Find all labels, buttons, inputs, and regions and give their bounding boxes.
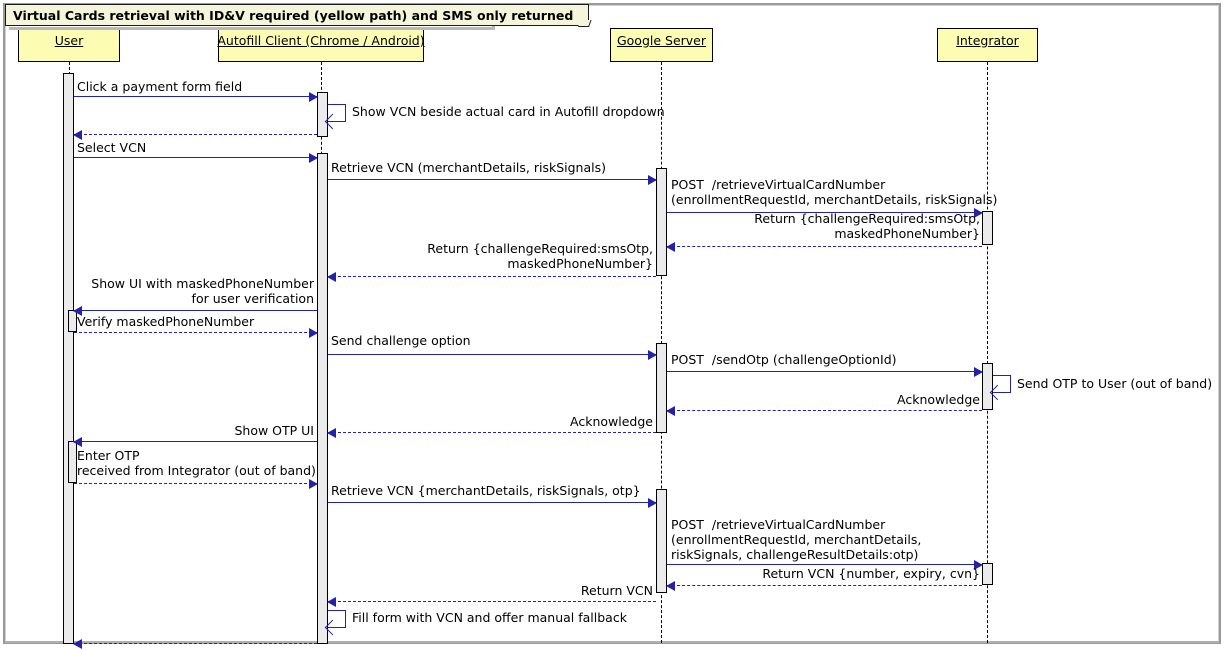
show-otp-ui-arrowhead <box>73 436 82 447</box>
post-retrieve-virtual-card-number-2-arrowhead <box>974 559 983 570</box>
return-challenge-required-sms-otp-label: Return {challengeRequired:smsOtp, masked… <box>754 211 980 241</box>
return-challenge-required-sms-otp-arrowhead <box>666 241 675 252</box>
autofill-activation-2 <box>317 153 328 644</box>
google-activation-1 <box>656 168 667 276</box>
enter-otp-received-from-integrator-label: Enter OTP received from Integrator (out … <box>77 448 316 478</box>
participant-label-integrator: Integrator <box>956 33 1019 48</box>
diagram-title: Virtual Cards retrieval with ID&V requir… <box>5 4 580 26</box>
verify-masked-phone-number-arrowhead <box>309 327 318 338</box>
participant-autofill[interactable]: Autofill Client (Chrome / Android) <box>217 28 425 62</box>
participant-label-user: User <box>54 33 84 48</box>
post-retrieve-virtual-card-number-2-label: POST /retrieveVirtualCardNumber (enrollm… <box>671 517 922 562</box>
click-payment-form-field-label: Click a payment form field <box>77 79 243 94</box>
acknowledge-integrator-to-google-line <box>667 410 982 411</box>
post-retrieve-virtual-card-number-1-arrowhead <box>974 207 983 218</box>
post-send-otp-arrowhead <box>974 366 983 377</box>
return-vcn-google-to-autofill-line <box>328 601 656 602</box>
click-payment-form-field-arrowhead <box>309 91 318 102</box>
send-otp-to-user-out-of-band-label: Send OTP to User (out of band) <box>1017 376 1213 391</box>
user-activation-otp <box>68 441 77 483</box>
diagram-frame <box>3 3 1221 644</box>
integrator-activation-2 <box>982 363 993 410</box>
return-challenge-required-sms-otp-line <box>667 246 982 247</box>
acknowledge-google-to-autofill-line <box>328 432 656 433</box>
bottom-rule <box>5 641 1219 643</box>
acknowledge-integrator-to-google-arrowhead <box>666 405 675 416</box>
retrieve-vcn-1-label: Retrieve VCN (merchantDetails, riskSigna… <box>331 160 606 175</box>
show-ui-with-masked-phone-number-line <box>74 310 317 311</box>
google-activation-3 <box>656 489 667 593</box>
click-payment-form-field-line <box>74 96 317 97</box>
integrator-activation-1 <box>982 211 993 245</box>
user-activation-main <box>63 73 74 644</box>
show-ui-with-masked-phone-number-label: Show UI with maskedPhoneNumber for user … <box>91 276 314 306</box>
retrieve-vcn-1-arrowhead <box>648 174 657 185</box>
verify-masked-phone-number-label: Verify maskedPhoneNumber <box>77 314 255 329</box>
show-otp-ui-line <box>74 441 317 442</box>
post-send-otp-label: POST /sendOtp (challengeOptionId) <box>671 352 897 367</box>
post-retrieve-virtual-card-number-1-line <box>667 212 982 213</box>
participant-google[interactable]: Google Server <box>610 28 713 62</box>
return-vcn-integrator-to-google-label: Return VCN {number, expiry, cvn} <box>762 566 980 581</box>
fill-form-with-vcn-label: Fill form with VCN and offer manual fall… <box>352 610 627 625</box>
participant-integrator[interactable]: Integrator <box>937 28 1038 62</box>
return-challenge-required-to-autofill-label: Return {challengeRequired:smsOtp, masked… <box>427 241 653 271</box>
integrator-activation-3 <box>982 563 993 585</box>
title-shadow <box>9 27 495 30</box>
post-retrieve-virtual-card-number-1-label: POST /retrieveVirtualCardNumber (enrollm… <box>671 177 998 207</box>
select-vcn-label: Select VCN <box>77 140 147 155</box>
final-return-to-user-line <box>74 643 317 644</box>
post-send-otp-line <box>667 371 982 372</box>
send-challenge-option-label: Send challenge option <box>331 333 471 348</box>
return-challenge-required-to-autofill-line <box>328 276 656 277</box>
retrieve-vcn-2-label: Retrieve VCN {merchantDetails, riskSigna… <box>331 483 641 498</box>
return-vcn-google-to-autofill-label: Return VCN <box>580 583 653 598</box>
fill-form-with-vcn-loop <box>328 610 346 628</box>
send-otp-to-user-out-of-band-loop <box>993 375 1011 393</box>
show-vcn-beside-actual-card-label: Show VCN beside actual card in Autofill … <box>352 104 665 119</box>
retrieve-vcn-2-line <box>328 502 656 503</box>
acknowledge-integrator-to-google-label: Acknowledge <box>897 392 980 407</box>
participant-user[interactable]: User <box>18 28 120 62</box>
autofill-dropdown-return-line <box>74 134 317 135</box>
return-vcn-integrator-to-google-arrowhead <box>666 580 675 591</box>
participant-label-google: Google Server <box>616 33 707 48</box>
send-challenge-option-arrowhead <box>648 349 657 360</box>
lifeline-integrator <box>987 62 988 643</box>
final-return-to-user-arrowhead <box>73 638 82 649</box>
show-vcn-beside-actual-card-loop <box>328 104 346 122</box>
diagram-title-notch <box>579 4 590 26</box>
autofill-activation-1 <box>317 92 328 137</box>
return-vcn-google-to-autofill-arrowhead <box>327 596 336 607</box>
enter-otp-received-from-integrator-line <box>74 483 317 484</box>
retrieve-vcn-2-arrowhead <box>648 497 657 508</box>
select-vcn-arrowhead <box>309 152 318 163</box>
participant-label-autofill: Autofill Client (Chrome / Android) <box>217 33 425 48</box>
autofill-dropdown-return-arrowhead <box>73 129 82 140</box>
acknowledge-google-to-autofill-arrowhead <box>327 427 336 438</box>
return-vcn-integrator-to-google-line <box>667 585 982 586</box>
acknowledge-google-to-autofill-label: Acknowledge <box>570 414 653 429</box>
show-otp-ui-label: Show OTP UI <box>234 423 314 438</box>
retrieve-vcn-1-line <box>328 179 656 180</box>
user-activation-verify <box>68 310 77 332</box>
send-challenge-option-line <box>328 354 656 355</box>
show-ui-with-masked-phone-number-arrowhead <box>73 305 82 316</box>
verify-masked-phone-number-line <box>74 332 317 333</box>
return-challenge-required-to-autofill-arrowhead <box>327 271 336 282</box>
google-activation-2 <box>656 343 667 433</box>
post-retrieve-virtual-card-number-2-line <box>667 564 982 565</box>
select-vcn-line <box>74 157 317 158</box>
enter-otp-received-from-integrator-arrowhead <box>309 478 318 489</box>
